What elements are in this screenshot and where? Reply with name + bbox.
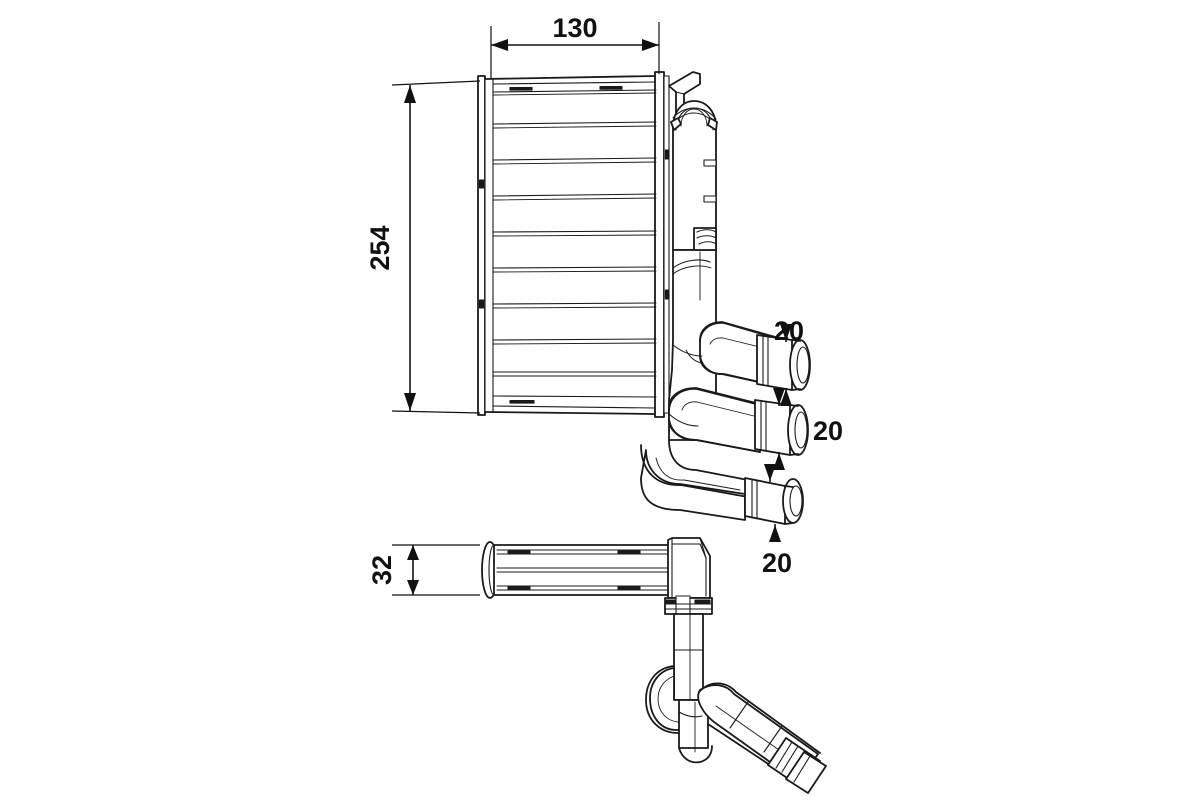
dimension-height-254: 254 — [365, 80, 481, 414]
dimension-label-130: 130 — [552, 13, 597, 43]
top-clamp-bracket — [668, 71, 701, 121]
core-tube-rows — [492, 89, 657, 398]
dimension-pipe-upper-20: 20 20 — [774, 316, 804, 406]
side-core-detail-tick — [507, 550, 531, 555]
core-right-end-tank — [654, 71, 670, 418]
outlet-pipe-lower — [640, 439, 804, 525]
upper-main-pipe — [670, 100, 718, 251]
side-core-detail-tick — [617, 586, 641, 591]
core-detail-tick — [599, 86, 623, 90]
dimension-label-20-lower: 20 — [762, 548, 792, 578]
dimension-label-20-upper-visible: 20 — [774, 316, 804, 346]
dimension-label-20-middle: 20 — [813, 416, 843, 446]
side-pipe-vertical — [673, 613, 704, 701]
dimension-label-254: 254 — [365, 225, 395, 270]
side-pipe-junction-detail — [678, 711, 703, 718]
side-view-core — [481, 537, 711, 599]
dimension-depth-32: 32 — [367, 544, 480, 596]
side-pipe-clamp — [664, 595, 713, 617]
dimension-label-32: 32 — [367, 555, 397, 585]
side-pipe-diagonal-outlet — [697, 682, 827, 794]
side-pipe-front — [678, 699, 713, 764]
dimension-pipe-lower-20: 20 — [762, 464, 792, 578]
pipe-junction-detail — [668, 344, 703, 427]
dimension-width-130: 130 — [490, 13, 660, 78]
outlet-pipe-upper — [699, 321, 811, 391]
core-detail-tick — [509, 86, 533, 91]
dimension-pipe-middle-20: 20 — [773, 388, 843, 470]
side-core-detail-tick — [617, 550, 641, 555]
outlet-pipe-middle — [668, 387, 809, 456]
front-view-core — [477, 71, 670, 418]
front-view-pipe-assembly — [640, 71, 811, 525]
side-view-pipe-assembly — [645, 595, 827, 794]
side-core-detail-tick — [507, 586, 531, 591]
core-detail-tick — [509, 399, 535, 404]
side-core-right-tank — [667, 537, 711, 599]
core-left-end-tank — [477, 75, 494, 416]
pipe-collar-joint — [693, 227, 717, 251]
